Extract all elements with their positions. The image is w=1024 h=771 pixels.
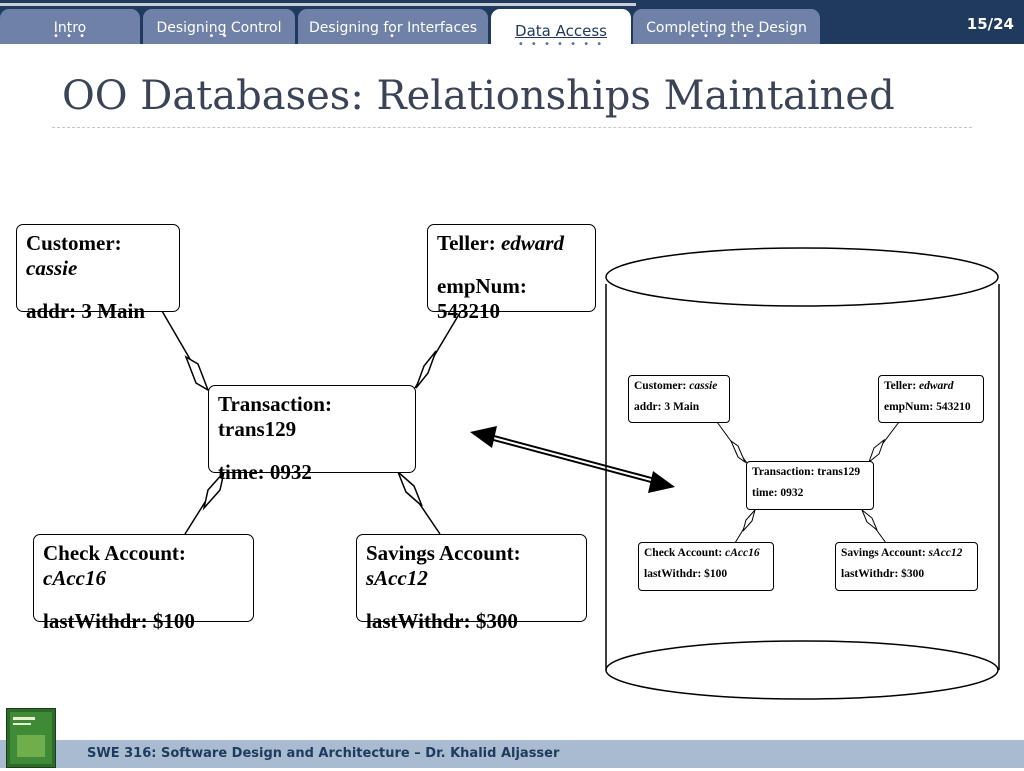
tab-label: Designing for Interfaces <box>308 20 478 36</box>
tab-intro[interactable]: Intro • • • <box>0 9 140 44</box>
tab-progress-dots: • • <box>208 31 230 42</box>
tab-progress-dots: • • • • • • • <box>517 39 605 50</box>
object-field: addr: 3 Main <box>26 299 146 323</box>
check-account-object-box: Check Account: cAcc16 lastWithdr: $100 <box>33 534 254 633</box>
footer-course-text: SWE 316: Software Design and Architectur… <box>87 746 560 761</box>
tab-designing-control[interactable]: Designing Control • • <box>143 9 295 44</box>
object-field: lastWithdr: $300 <box>841 568 925 580</box>
aggregation-diamond <box>184 355 210 392</box>
teller-object-box: Teller: edward empNum: 543210 <box>427 224 596 323</box>
mapping-double-arrow <box>470 426 675 493</box>
tab-label: Data Access <box>515 22 607 40</box>
object-class-label: Savings Account: <box>366 541 521 565</box>
object-field: lastWithdr: $100 <box>644 568 728 580</box>
object-name: sAcc12 <box>928 547 963 559</box>
footer-bar <box>0 740 1024 768</box>
object-class-label: Savings Account: <box>841 547 926 559</box>
object-title: Transaction: trans129 <box>752 466 861 478</box>
title-divider <box>52 127 972 128</box>
object-field: lastWithdr: $300 <box>366 609 518 633</box>
page-number: 15/24 <box>966 15 1014 33</box>
tab-label: Intro <box>53 20 87 36</box>
aggregation-diamond <box>202 469 226 511</box>
tab-completing-the-design[interactable]: Completing the Design • • • • • • <box>633 9 820 44</box>
object-class-label: Teller: <box>884 380 917 392</box>
object-title: Transaction: trans129 <box>218 392 332 441</box>
object-name: cassie <box>689 380 718 392</box>
tab-data-access[interactable]: Data Access • • • • • • • <box>491 9 631 50</box>
savings-account-object-box: Savings Account: sAcc12 lastWithdr: $300 <box>356 534 587 633</box>
top-accent-line <box>0 3 636 6</box>
object-field: addr: 3 Main <box>634 401 700 413</box>
book-cover-icon <box>10 712 52 764</box>
object-class-label: Customer: <box>634 380 687 392</box>
object-name: edward <box>919 380 954 392</box>
object-class-label: Teller: <box>437 231 496 255</box>
slide-title: OO Databases: Relationships Maintained <box>62 73 895 119</box>
object-field: time: 0932 <box>752 487 804 499</box>
object-name: edward <box>500 231 564 255</box>
customer-object-box: Customer: cassie addr: 3 Main <box>16 224 180 323</box>
object-field: empNum: 543210 <box>884 401 971 413</box>
db-check-account-object-box: Check Account: cAcc16 lastWithdr: $100 <box>638 542 774 591</box>
object-class-label: Customer: <box>26 231 122 255</box>
tab-progress-dots: • <box>389 31 397 42</box>
book-cover-thumbnail <box>6 708 56 768</box>
object-name: cAcc16 <box>43 566 106 590</box>
db-transaction-object-box: Transaction: trans129 time: 0932 <box>746 461 874 510</box>
tab-progress-dots: • • • • • • <box>689 31 764 42</box>
database-cylinder-shape <box>605 247 1000 700</box>
aggregation-diamond <box>415 350 437 389</box>
object-class-label: Check Account: <box>644 547 723 559</box>
object-field: time: 0932 <box>218 460 312 484</box>
tab-progress-dots: • • • <box>52 31 88 42</box>
object-name: sAcc12 <box>366 566 428 590</box>
db-teller-object-box: Teller: edward empNum: 543210 <box>878 375 984 423</box>
object-field: empNum: 543210 <box>437 274 527 323</box>
tab-designing-for-interfaces[interactable]: Designing for Interfaces • <box>298 9 488 44</box>
tab-label: Completing the Design <box>646 20 807 36</box>
transaction-object-box: Transaction: trans129 time: 0932 <box>208 385 416 484</box>
object-field: lastWithdr: $100 <box>43 609 195 633</box>
db-savings-account-object-box: Savings Account: sAcc12 lastWithdr: $300 <box>835 542 978 591</box>
db-customer-object-box: Customer: cassie addr: 3 Main <box>628 375 730 423</box>
object-name: cAcc16 <box>725 547 760 559</box>
aggregation-diamond <box>397 471 423 507</box>
object-name: cassie <box>26 256 78 280</box>
tab-label: Designing Control <box>156 20 282 36</box>
object-class-label: Check Account: <box>43 541 186 565</box>
